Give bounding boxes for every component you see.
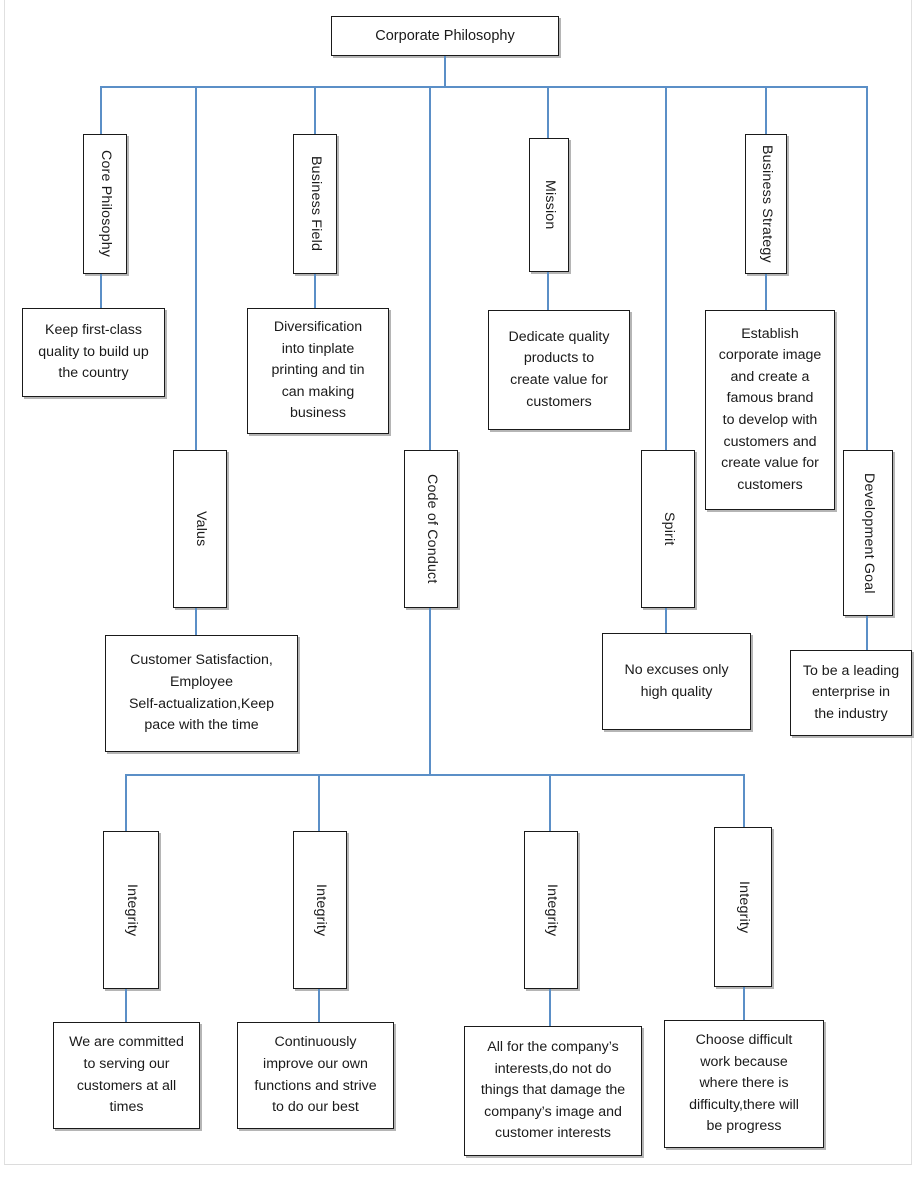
- connector-drop-development-goal: [866, 86, 868, 450]
- connector-drop-integrity-4: [743, 774, 745, 831]
- connector-integrity-3-to-detail: [549, 989, 551, 1026]
- connector-drop-mission: [547, 86, 549, 138]
- connector-conduct-bus: [125, 774, 745, 776]
- connector-drop-spirit: [665, 86, 667, 450]
- node-valus-detail[interactable]: Customer Satisfaction, Employee Self-act…: [105, 635, 298, 752]
- node-business-strategy-detail[interactable]: Establish corporate image and create a f…: [705, 310, 835, 510]
- connector-valus-to-detail: [195, 608, 197, 635]
- connector-integrity-1-to-detail: [125, 989, 127, 1022]
- node-code-of-conduct[interactable]: Code of Conduct: [404, 450, 458, 608]
- node-label: Business Field: [307, 156, 324, 252]
- node-mission-detail[interactable]: Dedicate quality products to create valu…: [488, 310, 630, 430]
- connector-drop-integrity-1: [125, 774, 127, 831]
- node-spirit[interactable]: Spirit: [641, 450, 695, 608]
- node-text: Customer Satisfaction, Employee Self-act…: [128, 652, 275, 734]
- connector-drop-business-field: [314, 86, 316, 134]
- node-text: Establish corporate image and create a f…: [718, 325, 822, 493]
- node-integrity-3[interactable]: Integrity: [524, 831, 578, 989]
- node-text: Dedicate quality products to create valu…: [508, 328, 610, 410]
- node-integrity-2-detail[interactable]: Continuously improve our own functions a…: [237, 1022, 394, 1129]
- node-text: To be a leading enterprise in the indust…: [802, 662, 900, 722]
- connector-main-bus: [100, 86, 868, 88]
- node-text: We are committed to serving our customer…: [69, 1034, 184, 1116]
- node-integrity-2[interactable]: Integrity: [293, 831, 347, 989]
- node-core-philosophy-detail[interactable]: Keep first-class quality to build up the…: [22, 308, 165, 397]
- node-label: Spirit: [660, 512, 677, 546]
- connector-code-of-conduct-to-bus: [429, 608, 431, 775]
- connector-business-strategy-to-detail: [765, 274, 767, 310]
- node-label: Mission: [541, 180, 558, 230]
- node-label: Integrity: [735, 880, 752, 934]
- connector-integrity-2-to-detail: [318, 989, 320, 1022]
- node-label: Code of Conduct: [423, 474, 440, 584]
- node-label: Integrity: [123, 883, 140, 937]
- node-label: Core Philosophy: [97, 150, 114, 258]
- connector-integrity-4-to-detail: [743, 987, 745, 1020]
- connector-drop-integrity-2: [318, 774, 320, 831]
- node-label: Integrity: [312, 883, 329, 937]
- node-label: Integrity: [543, 883, 560, 937]
- node-spirit-detail[interactable]: No excuses only high quality: [602, 633, 751, 730]
- node-development-goal-detail[interactable]: To be a leading enterprise in the indust…: [790, 650, 912, 736]
- connector-business-field-to-detail: [314, 274, 316, 308]
- connector-spirit-to-detail: [665, 608, 667, 633]
- node-text: No excuses only high quality: [624, 661, 729, 700]
- node-label: Valus: [192, 511, 209, 547]
- node-text: Diversification into tinplate printing a…: [271, 319, 365, 422]
- node-text: Continuously improve our own functions a…: [254, 1034, 377, 1116]
- node-integrity-3-detail[interactable]: All for the company’s interests,do not d…: [464, 1026, 642, 1156]
- connector-mission-to-detail: [547, 272, 549, 310]
- node-label: Development Goal: [860, 472, 877, 594]
- node-business-strategy[interactable]: Business Strategy: [745, 134, 787, 274]
- node-integrity-4[interactable]: Integrity: [714, 827, 772, 987]
- connector-drop-business-strategy: [765, 86, 767, 134]
- node-text: Keep first-class quality to build up the…: [38, 322, 149, 382]
- node-core-philosophy[interactable]: Core Philosophy: [83, 134, 127, 274]
- node-valus[interactable]: Valus: [173, 450, 227, 608]
- connector-development-goal-to-detail: [866, 616, 868, 650]
- node-integrity-4-detail[interactable]: Choose difficult work because where ther…: [664, 1020, 824, 1148]
- node-label: Corporate Philosophy: [375, 27, 515, 44]
- node-business-field[interactable]: Business Field: [293, 134, 337, 274]
- connector-core-philosophy-to-detail: [100, 274, 102, 308]
- connector-root-stem: [444, 56, 446, 87]
- connector-drop-code-of-conduct: [429, 86, 431, 450]
- node-mission[interactable]: Mission: [529, 138, 569, 272]
- connector-drop-valus: [195, 86, 197, 450]
- node-text: All for the company’s interests,do not d…: [480, 1039, 626, 1142]
- node-integrity-1-detail[interactable]: We are committed to serving our customer…: [53, 1022, 200, 1129]
- diagram-canvas: Corporate Philosophy Core Philosophy Bus…: [4, 0, 912, 1165]
- node-integrity-1[interactable]: Integrity: [103, 831, 159, 989]
- connector-drop-integrity-3: [549, 774, 551, 831]
- node-business-field-detail[interactable]: Diversification into tinplate printing a…: [247, 308, 389, 434]
- node-corporate-philosophy[interactable]: Corporate Philosophy: [331, 16, 559, 56]
- node-development-goal[interactable]: Development Goal: [843, 450, 893, 616]
- node-label: Business Strategy: [758, 145, 775, 263]
- node-text: Choose difficult work because where ther…: [689, 1032, 799, 1135]
- connector-drop-core-philosophy: [100, 86, 102, 134]
